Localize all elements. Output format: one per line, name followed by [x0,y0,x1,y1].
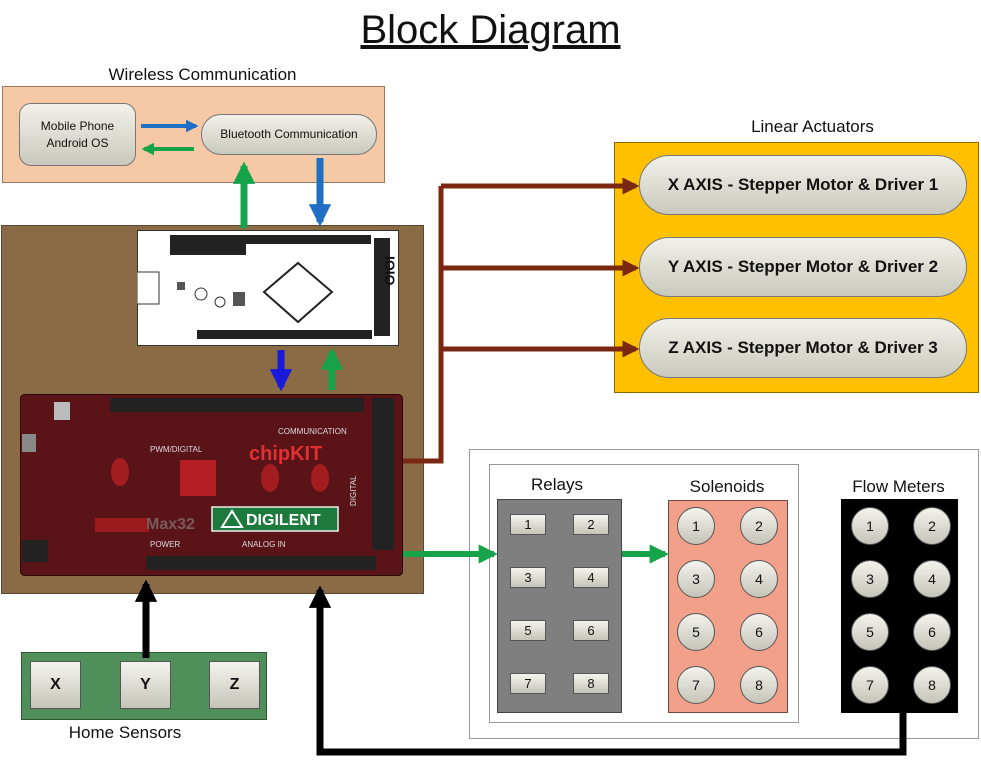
flow-meter-1: 1 [851,507,889,545]
mobile-phone-label: Mobile Phone [40,118,115,133]
flow-meter-7: 7 [851,666,889,704]
z-axis-label: Z AXIS - Stepper Motor & Driver 3 [668,338,938,357]
page-title: Block Diagram [360,8,621,52]
home-sensor-z: Z [209,661,260,709]
solenoid-1: 1 [677,507,715,545]
x-axis-label: X AXIS - Stepper Motor & Driver 1 [667,175,939,194]
relay-5: 5 [510,620,546,641]
digilent-label: DIGILENT [246,512,321,529]
solenoid-5: 5 [677,613,715,651]
usb-connector [137,271,160,305]
ioio-header-right [374,238,390,336]
home-sensor-y: Y [120,661,171,709]
mobile-phone-node: Mobile Phone Android OS [19,103,136,166]
reset-button [54,402,70,420]
solenoid-4: 4 [740,560,778,598]
chipkit-brand: chipKIT [249,443,322,465]
relay-8: 8 [573,673,609,694]
chipkit-board: COMMUNICATION PWM/DIGITAL POWER ANALOG I… [20,394,403,576]
relay-2: 2 [573,514,609,535]
flow-meters-caption: Flow Meters [852,477,945,496]
relays-caption: Relays [531,475,583,494]
analog-in-label: ANALOG IN [242,540,286,549]
bluetooth-label: Bluetooth Communication [220,127,358,141]
y-axis-label: Y AXIS - Stepper Motor & Driver 2 [667,257,939,276]
home-sensors-caption: Home Sensors [68,723,182,742]
max32-label: Max32 [146,516,195,533]
relay-3: 3 [510,567,546,588]
ioio-header-top [245,235,371,244]
pwm-digital-label: PWM/DIGITAL [150,445,203,454]
wireless-caption: Wireless Communication [108,65,297,84]
digital-label: DIGITAL [349,475,358,506]
flow-meter-2: 2 [913,507,951,545]
solenoid-6: 6 [740,613,778,651]
flow-meter-6: 6 [913,613,951,651]
flow-meter-5: 5 [851,613,889,651]
flow-meter-8: 8 [913,666,951,704]
home-sensor-x: X [30,661,81,709]
ioio-button [214,296,226,308]
android-os-label: Android OS [46,135,109,150]
solenoid-3: 3 [677,560,715,598]
relay-6: 6 [573,620,609,641]
x-axis-actuator: X AXIS - Stepper Motor & Driver 1 [639,155,967,215]
solenoid-8: 8 [740,666,778,704]
relay-1: 1 [510,514,546,535]
y-axis-actuator: Y AXIS - Stepper Motor & Driver 2 [639,237,967,297]
power-label: POWER [150,540,180,549]
solenoid-7: 7 [677,666,715,704]
ioio-led [194,287,208,301]
relay-7: 7 [510,673,546,694]
ioio-header-left [170,235,246,255]
solenoid-2: 2 [740,507,778,545]
actuators-caption: Linear Actuators [751,117,874,136]
relay-4: 4 [573,567,609,588]
flow-meter-3: 3 [851,560,889,598]
ioio-board: IOIO [137,230,399,346]
flow-meter-4: 4 [913,560,951,598]
ioio-header-bottom [197,330,372,339]
communication-label: COMMUNICATION [278,427,347,436]
digilent-logo-icon [220,509,244,528]
bluetooth-node: Bluetooth Communication [201,114,377,155]
solenoids-caption: Solenoids [689,477,765,496]
ioio-chip [262,261,334,324]
z-axis-actuator: Z AXIS - Stepper Motor & Driver 3 [639,318,967,378]
ioio-logo: IOIO [382,256,398,286]
